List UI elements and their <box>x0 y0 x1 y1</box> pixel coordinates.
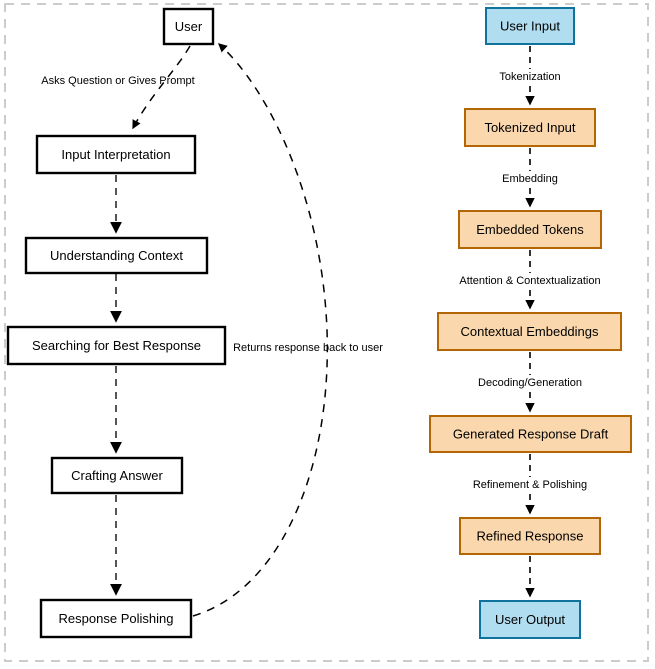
node-user-input-label: User Input <box>500 18 560 33</box>
node-refined-response-label: Refined Response <box>477 528 584 543</box>
node-understanding-context-label: Understanding Context <box>50 248 183 263</box>
node-contextual-embeddings-label: Contextual Embeddings <box>460 324 599 339</box>
right-flow-nodes: User Input Tokenized Input Embedded Toke… <box>429 7 632 639</box>
node-user[interactable]: User <box>162 7 215 46</box>
node-response-polishing[interactable]: Response Polishing <box>39 598 193 639</box>
edge-label-attention-contextualization: Attention & Contextualization <box>459 275 600 287</box>
node-searching-for-best-response-label: Searching for Best Response <box>32 338 201 353</box>
edge-label-returns-response: Returns response back to user <box>233 342 383 354</box>
edge-label-embedding: Embedding <box>502 173 558 185</box>
node-embedded-tokens-label: Embedded Tokens <box>476 222 584 237</box>
canvas-dashed-border <box>4 3 649 662</box>
node-tokenized-input[interactable]: Tokenized Input <box>464 108 596 147</box>
node-crafting-answer-label: Crafting Answer <box>71 468 163 483</box>
node-searching-for-best-response[interactable]: Searching for Best Response <box>6 325 227 366</box>
node-user-label: User <box>175 19 203 34</box>
left-flow-edges: Asks Question or Gives Prompt Returns re… <box>41 43 383 617</box>
node-embedded-tokens[interactable]: Embedded Tokens <box>458 210 602 249</box>
node-refined-response[interactable]: Refined Response <box>459 517 601 555</box>
edge-label-asks-question: Asks Question or Gives Prompt <box>41 75 194 87</box>
node-generated-response-draft[interactable]: Generated Response Draft <box>429 415 632 453</box>
left-flow-nodes: User Input Interpretation Understanding … <box>6 7 227 639</box>
node-input-interpretation[interactable]: Input Interpretation <box>35 134 197 175</box>
node-contextual-embeddings[interactable]: Contextual Embeddings <box>437 312 622 351</box>
edge-label-refinement-polishing: Refinement & Polishing <box>473 479 587 491</box>
node-user-output[interactable]: User Output <box>479 600 581 639</box>
node-crafting-answer[interactable]: Crafting Answer <box>50 456 184 495</box>
right-flow-edges: Tokenization Embedding Attention & Conte… <box>459 46 601 598</box>
node-tokenized-input-label: Tokenized Input <box>484 120 575 135</box>
node-user-output-label: User Output <box>495 612 565 627</box>
node-generated-response-draft-label: Generated Response Draft <box>453 426 609 441</box>
node-understanding-context[interactable]: Understanding Context <box>24 236 209 275</box>
edge-label-tokenization: Tokenization <box>499 71 560 83</box>
edge-response-polishing-to-user <box>192 43 329 617</box>
edge-label-decoding-generation: Decoding/Generation <box>478 377 582 389</box>
edge-user-to-input-interpretation <box>132 45 191 130</box>
node-response-polishing-label: Response Polishing <box>59 611 174 626</box>
node-input-interpretation-label: Input Interpretation <box>61 147 170 162</box>
node-user-input[interactable]: User Input <box>485 7 575 45</box>
